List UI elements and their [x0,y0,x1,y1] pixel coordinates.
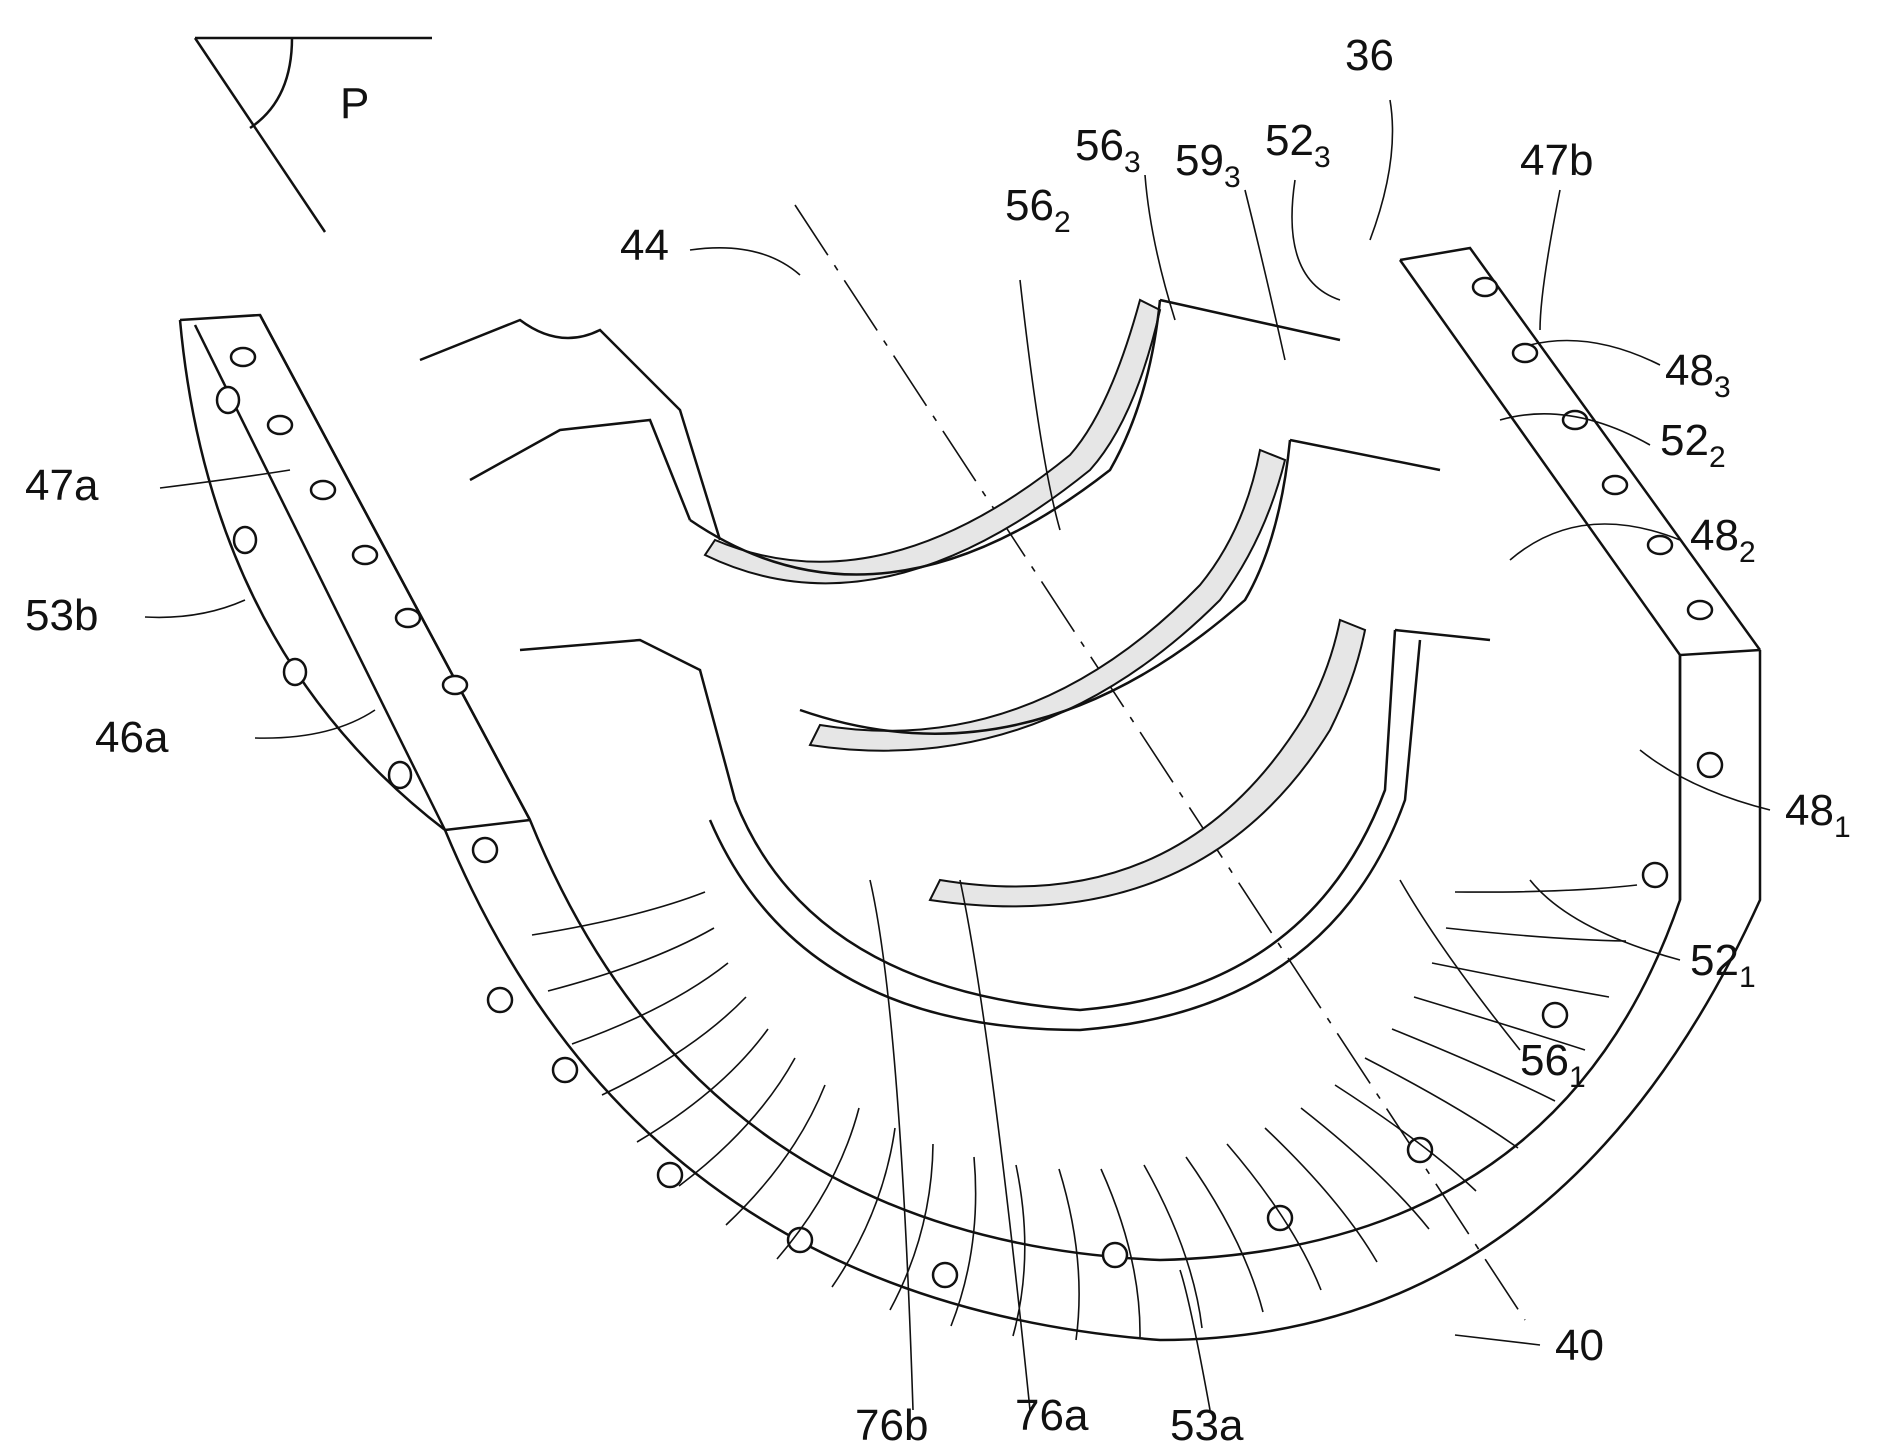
vane [1264,1127,1378,1263]
label-53b: 53b [25,591,98,640]
vane [776,1107,860,1260]
outer-flange [178,246,1762,1342]
label-56-3: 563 [1075,121,1141,179]
vane [636,1028,769,1143]
vane [1445,927,1627,942]
label-52-1: 521 [1690,936,1756,994]
label-36: 36 [1345,31,1394,80]
vane [571,962,729,1045]
vanes [531,884,1638,1341]
vane [547,927,715,992]
bolt-holes [215,276,1724,1289]
label-52-2: 522 [1660,416,1726,474]
vane [1012,1164,1026,1337]
label-48-3: 483 [1665,346,1731,404]
label-76a: 76a [1015,1391,1089,1440]
vane [1058,1168,1080,1341]
leader-lines [144,99,1771,1411]
vane [725,1084,826,1226]
vane [1226,1143,1322,1291]
label-56-2: 562 [1005,181,1071,239]
plane-label: P [340,79,369,128]
vane [1391,1028,1556,1102]
label-52-3: 523 [1265,116,1331,174]
vane [1431,962,1610,998]
vane [831,1127,896,1288]
label-76b: 76b [855,1401,928,1450]
vane [1300,1107,1430,1230]
label-47a: 47a [25,461,99,510]
label-56-1: 561 [1520,1036,1586,1094]
axis-line [794,204,1526,1321]
vane [1334,1084,1477,1192]
label-48-2: 482 [1690,511,1756,569]
plane-symbol: P [193,36,432,233]
label-47b: 47b [1520,136,1593,185]
vane [1185,1156,1264,1313]
vane [601,996,747,1096]
label-59-3: 593 [1175,136,1241,194]
label-44: 44 [620,221,669,270]
label-40: 40 [1555,1321,1604,1370]
flange-bar-47a [193,314,532,831]
vane [1413,996,1586,1051]
reference-labels: 36 44 563 593 523 47b 562 483 522 482 47a 53b 46a 481… [25,31,1851,1450]
vane [531,891,706,936]
vane [1100,1168,1141,1338]
vane [950,1156,977,1327]
label-48-1: 481 [1785,786,1851,844]
label-53a: 53a [1170,1401,1244,1450]
vane [1454,884,1638,893]
label-46a: 46a [95,713,169,762]
shroud-rings [419,298,1491,1032]
vane [1143,1164,1203,1329]
vane [1364,1057,1519,1149]
vane [678,1057,796,1187]
vane [889,1143,934,1311]
